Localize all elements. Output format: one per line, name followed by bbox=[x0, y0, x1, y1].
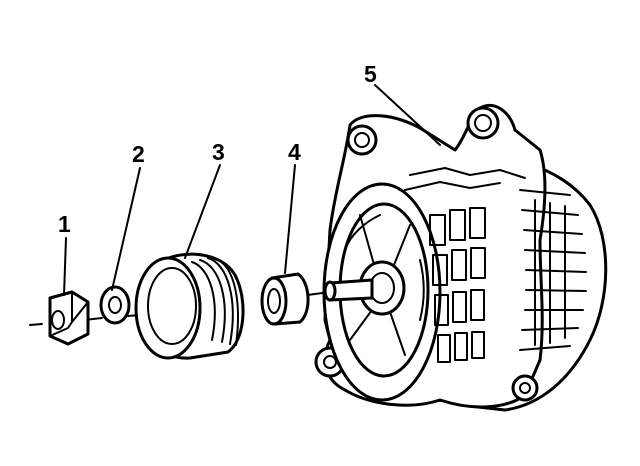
hex-nut-icon bbox=[48, 290, 90, 346]
pulley-icon bbox=[134, 252, 245, 360]
leader-lines bbox=[63, 84, 441, 296]
callout-1: 1 bbox=[58, 211, 71, 237]
callout-5: 5 bbox=[364, 61, 377, 87]
callout-2: 2 bbox=[132, 141, 145, 167]
callout-4: 4 bbox=[288, 139, 301, 165]
spacer-icon bbox=[260, 272, 310, 326]
shaft-stub bbox=[323, 278, 374, 302]
generator-icon bbox=[314, 104, 608, 412]
washer-icon bbox=[99, 285, 131, 325]
callout-3: 3 bbox=[212, 139, 225, 165]
